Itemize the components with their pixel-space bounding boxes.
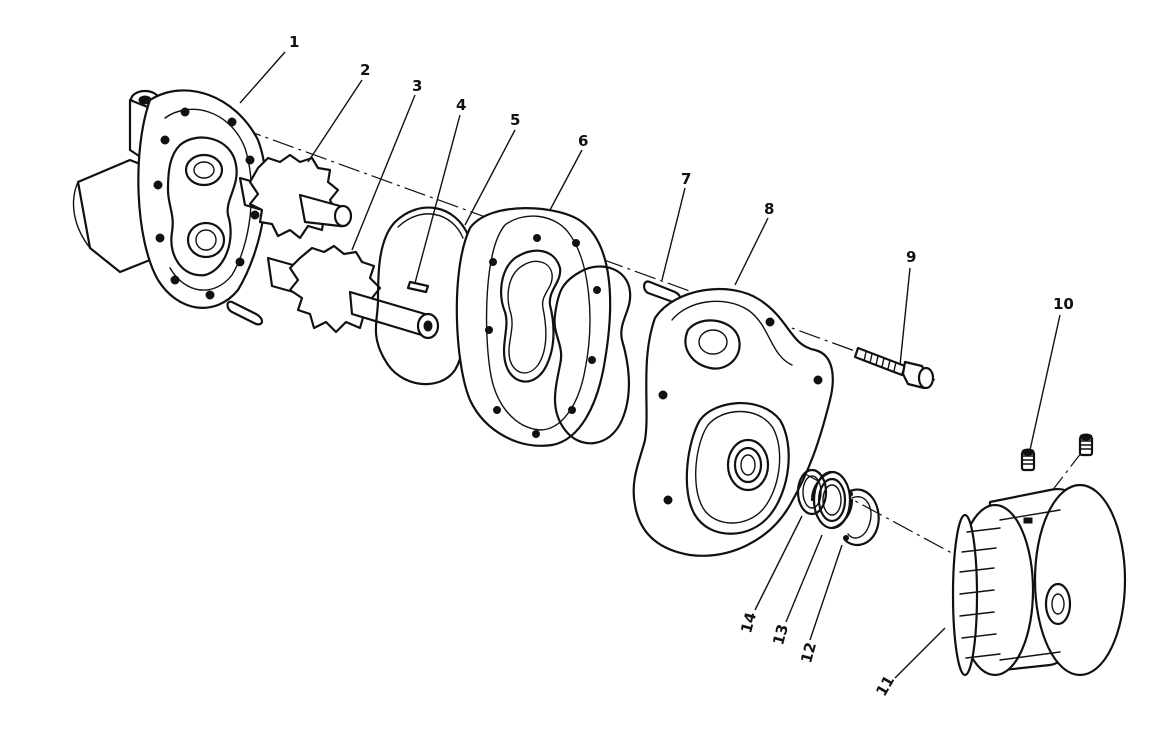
callout-1: 1	[289, 33, 299, 51]
callout-14: 14	[737, 610, 760, 635]
retaining-ring	[796, 468, 828, 516]
pump-housing	[72, 89, 267, 309]
callout-4: 4	[456, 96, 466, 114]
key	[406, 280, 430, 294]
gear-plate	[455, 207, 612, 447]
callout-10: 10	[1053, 295, 1074, 313]
callout-9: 9	[906, 248, 916, 266]
dowel-pin-front	[226, 300, 264, 326]
bolt	[853, 346, 935, 390]
mounting-flange	[632, 288, 834, 557]
o-ring-small	[553, 265, 632, 445]
leader-lines	[239, 51, 1061, 679]
callout-11: 11	[872, 672, 898, 699]
callout-6: 6	[578, 132, 588, 150]
drive-gear	[238, 153, 353, 240]
shaft-seal	[810, 470, 854, 530]
callout-12: 12	[797, 640, 820, 665]
set-screw	[1020, 448, 1036, 472]
callout-5: 5	[510, 111, 520, 129]
callout-13: 13	[769, 622, 792, 647]
o-ring-large	[374, 206, 470, 386]
driven-gear	[266, 244, 440, 340]
set-screw-second	[1078, 433, 1094, 457]
pulley	[951, 483, 1127, 677]
callout-2: 2	[360, 61, 370, 79]
callout-8: 8	[764, 200, 774, 218]
callout-3: 3	[412, 77, 422, 95]
callout-7: 7	[681, 170, 691, 188]
